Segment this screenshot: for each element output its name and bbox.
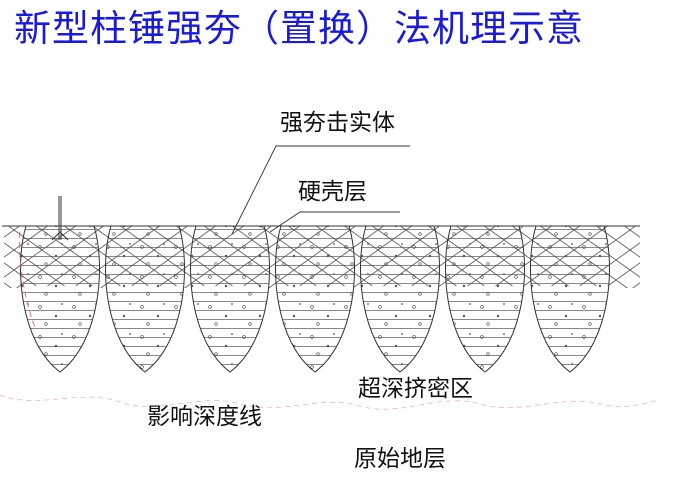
label-compacted-body: 强夯击实体 [280,110,395,136]
compacted-column [190,225,270,373]
page-title: 新型柱锤强夯（置换）法机理示意 [14,7,584,50]
compacted-column [20,225,100,373]
compacted-column [530,225,610,373]
influence-depth-line [0,394,661,410]
leader-hard-shell [269,211,400,233]
compacted-column [275,225,355,373]
label-super-compaction-zone: 超深挤密区 [358,376,473,402]
label-influence-depth-line: 影响深度线 [147,404,262,430]
label-hard-shell: 硬壳层 [298,179,367,205]
leader-compacted-body [231,145,410,235]
label-original-stratum: 原始地层 [354,446,446,472]
probe-icon [51,196,69,241]
compacted-column [360,225,440,373]
compacted-column [445,225,525,373]
compacted-column [105,225,185,373]
columns-group [20,225,610,373]
